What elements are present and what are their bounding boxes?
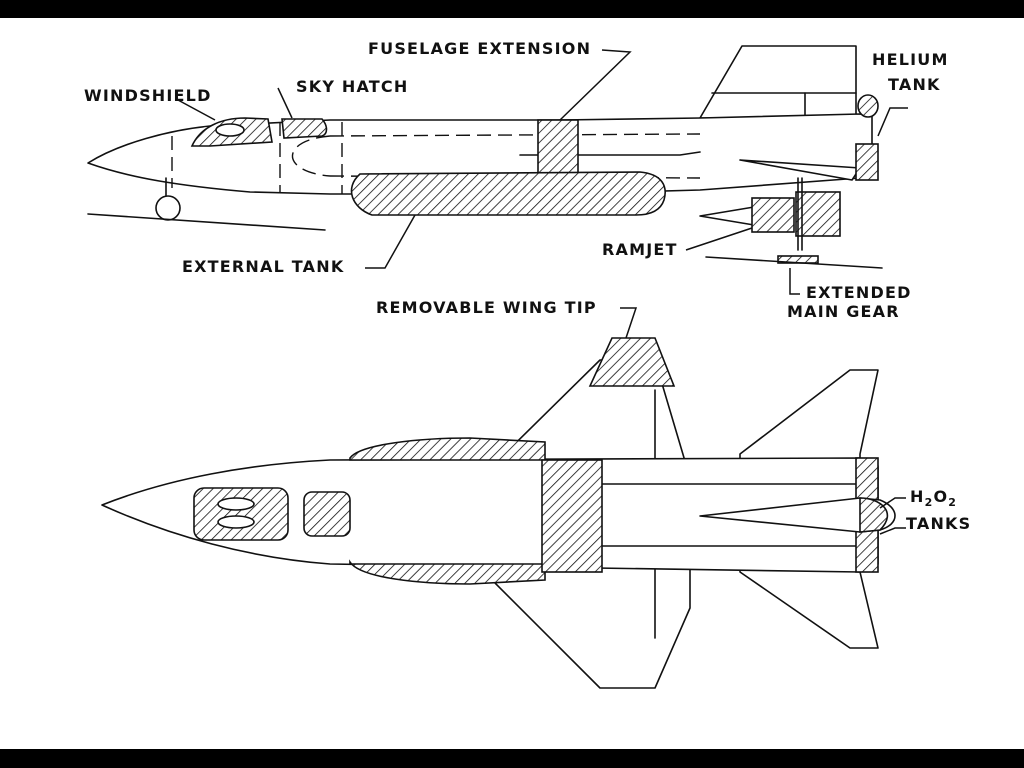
label-h2o2: H2O2 bbox=[910, 487, 958, 510]
wing-tip-hatched bbox=[588, 337, 676, 387]
ramjet-hatched bbox=[751, 197, 795, 233]
sky-hatch-hatched bbox=[281, 118, 328, 139]
top-windshield-hatched bbox=[193, 487, 289, 541]
vertical-tail bbox=[699, 45, 857, 119]
top-view bbox=[101, 337, 896, 689]
label-ramjet: RAMJET bbox=[602, 240, 678, 259]
external-tank-hatched bbox=[350, 171, 666, 216]
top-extension-band bbox=[541, 459, 603, 573]
label-helium-1: HELIUM bbox=[872, 50, 949, 69]
aircraft-diagram bbox=[87, 45, 908, 689]
label-fuselage-extension: FUSELAGE EXTENSION bbox=[368, 39, 592, 58]
top-left-tank-hatched bbox=[349, 437, 546, 461]
side-view bbox=[87, 45, 883, 269]
helium-tank-hatched bbox=[857, 94, 879, 118]
label-sky-hatch: SKY HATCH bbox=[296, 77, 409, 96]
drawing-sheet: FUSELAGE EXTENSION HELIUM TANK WINDSHIEL… bbox=[0, 18, 1024, 749]
top-right-tank-hatched bbox=[349, 559, 546, 585]
ramjet-body bbox=[699, 205, 761, 227]
nose-wheel bbox=[155, 195, 181, 221]
label-external-tank: EXTERNAL TANK bbox=[182, 257, 345, 276]
label-extended-2: MAIN GEAR bbox=[787, 302, 900, 321]
top-sky-hatch-hatched bbox=[303, 491, 351, 537]
label-removable-wing-tip: REMOVABLE WING TIP bbox=[376, 298, 597, 317]
leader-lines bbox=[177, 49, 908, 535]
label-tanks: TANKS bbox=[906, 514, 972, 533]
label-windshield: WINDSHIELD bbox=[84, 86, 212, 105]
label-helium-2: TANK bbox=[888, 75, 941, 94]
label-extended-1: EXTENDED bbox=[806, 283, 912, 302]
